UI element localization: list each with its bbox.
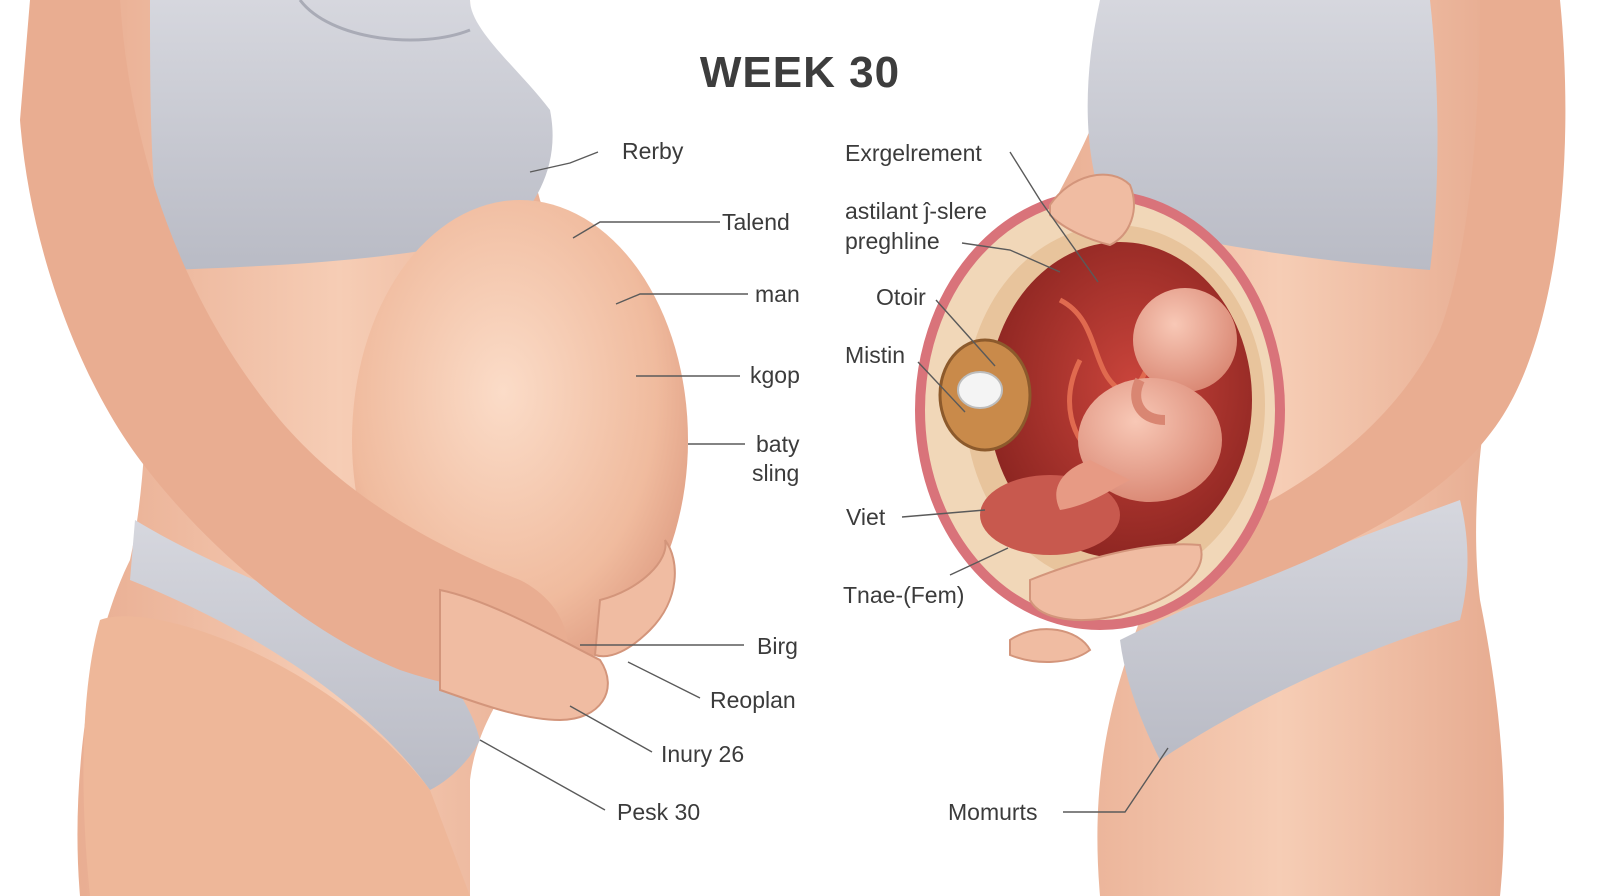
figure-title: WEEK 30 — [699, 48, 901, 97]
label-otoir: Otoir — [876, 284, 926, 310]
leader-line-pesk — [479, 739, 606, 811]
label-momurts: Momurts — [948, 799, 1038, 825]
left-bra-seam — [298, 0, 471, 42]
leader-line-man — [615, 293, 748, 305]
right-leader-lines — [901, 151, 1169, 813]
leader-line-mistin — [917, 361, 966, 413]
right-lower-hand — [1029, 543, 1203, 621]
right-upper-hand — [1049, 173, 1135, 247]
fetus-head — [1133, 288, 1237, 392]
leader-line-inury — [569, 705, 653, 753]
left-womb-fingers — [1009, 628, 1092, 663]
label-rerby: Rerby — [622, 138, 684, 164]
leader-line-momurts — [1063, 747, 1169, 813]
left-thigh — [83, 616, 470, 896]
left-hand — [439, 588, 609, 722]
label-tnae-fem: Tnae-(Fem) — [843, 582, 965, 608]
left-figure — [20, 0, 688, 896]
womb-cross-section — [915, 173, 1285, 663]
right-bra — [1087, 0, 1438, 270]
right-arm — [1040, 0, 1566, 624]
fetus-arm — [1131, 377, 1166, 425]
label-birg: Birg — [757, 633, 798, 659]
leader-line-rerby — [529, 151, 599, 173]
leader-line-viet — [901, 509, 986, 518]
leader-line-preghline — [961, 242, 1061, 273]
label-astilant-slere: astilant ĵ-slere — [845, 198, 987, 224]
left-fingers — [593, 539, 676, 658]
label-sling: sling — [752, 460, 800, 486]
label-reoplan: Reoplan — [710, 687, 796, 713]
label-exrgelrement: Exrgelrement — [845, 140, 982, 166]
label-talend: Talend — [722, 209, 790, 235]
label-viet: Viet — [846, 504, 886, 530]
label-inury-26: Inury 26 — [661, 741, 745, 767]
left-underwear — [130, 520, 480, 790]
right-underwear — [1120, 500, 1468, 760]
left-bra — [150, 0, 553, 270]
leader-line-exrgelrement — [1009, 151, 1099, 283]
leader-line-reoplan — [627, 661, 701, 699]
leader-line-tnae — [949, 547, 1009, 576]
label-mistin: Mistin — [845, 342, 906, 368]
label-baty: baty — [756, 431, 800, 457]
leader-line-otoir — [935, 299, 996, 367]
leader-line-talend — [572, 221, 720, 239]
label-preghline: preghline — [845, 228, 940, 254]
label-man: man — [755, 281, 800, 307]
fetus-legs — [1056, 460, 1130, 510]
amniotic-bubble — [957, 371, 1003, 409]
label-kgop: kgop — [750, 362, 800, 388]
fetus-body — [1078, 378, 1222, 502]
left-leader-lines — [479, 151, 748, 811]
label-pesk-30: Pesk 30 — [617, 799, 701, 825]
